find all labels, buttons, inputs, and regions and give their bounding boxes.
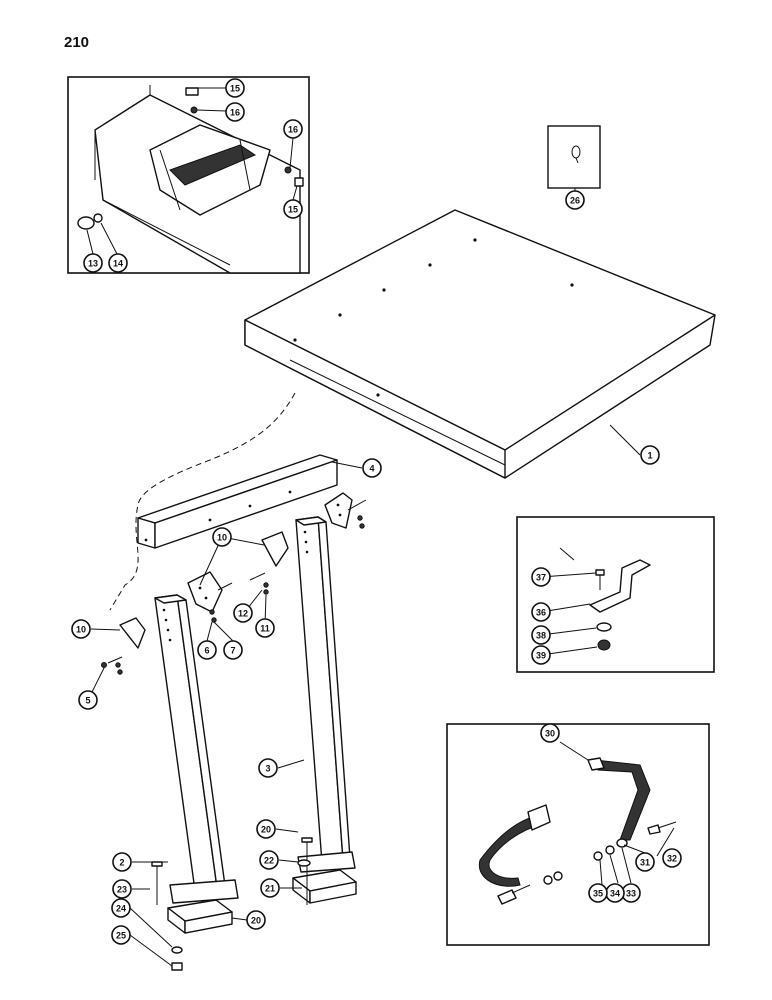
canopy-roof xyxy=(244,209,716,479)
callout-label: 38 xyxy=(536,631,546,641)
callout-label: 11 xyxy=(260,624,270,634)
callout-label: 37 xyxy=(536,573,546,583)
alignment-line xyxy=(109,392,296,611)
callout-label: 10 xyxy=(217,533,227,543)
callout-label: 20 xyxy=(261,825,271,835)
callout-34: 34 xyxy=(605,883,625,903)
callout-4: 4 xyxy=(362,458,382,478)
callout-label: 30 xyxy=(545,729,555,739)
callout-label: 24 xyxy=(116,904,126,914)
callout-10-top: 10 xyxy=(212,527,232,547)
callout-22: 22 xyxy=(259,850,279,870)
callout-label: 12 xyxy=(238,609,248,619)
callout-6: 6 xyxy=(197,640,217,660)
right-post xyxy=(295,516,356,873)
callout-32: 32 xyxy=(662,848,682,868)
bracket-detail-inset xyxy=(516,516,715,673)
callout-label: 21 xyxy=(265,884,275,894)
callout-36: 36 xyxy=(531,602,551,622)
callout-24: 24 xyxy=(111,898,131,918)
callout-37: 37 xyxy=(531,567,551,587)
callout-label: 33 xyxy=(626,889,636,899)
callout-label: 26 xyxy=(570,196,580,206)
callout-25: 25 xyxy=(111,925,131,945)
callout-label: 1 xyxy=(647,451,652,461)
callout-35: 35 xyxy=(588,883,608,903)
leader-lines xyxy=(86,87,675,967)
callout-label: 14 xyxy=(113,259,123,269)
callout-20-upper: 20 xyxy=(256,819,276,839)
callout-label: 15 xyxy=(288,205,298,215)
callout-label: 16 xyxy=(230,108,240,118)
callout-label: 31 xyxy=(640,858,650,868)
callout-13: 13 xyxy=(83,253,103,273)
seat-belt-inset xyxy=(446,723,710,946)
callout-label: 16 xyxy=(288,125,298,135)
callout-label: 7 xyxy=(230,646,235,656)
callout-5: 5 xyxy=(78,690,98,710)
callout-label: 35 xyxy=(593,889,603,899)
mounting-detail-inset xyxy=(67,76,310,274)
callout-label: 22 xyxy=(264,856,274,866)
callout-label: 36 xyxy=(536,608,546,618)
callout-label: 5 xyxy=(85,696,90,706)
callout-7: 7 xyxy=(223,640,243,660)
callout-label: 13 xyxy=(88,259,98,269)
callout-label: 23 xyxy=(117,885,127,895)
callout-label: 2 xyxy=(119,858,124,868)
cross-beam xyxy=(137,454,338,549)
callout-38: 38 xyxy=(531,625,551,645)
callout-label: 25 xyxy=(116,931,126,941)
callout-label: 10 xyxy=(76,625,86,635)
callout-label: 3 xyxy=(265,764,270,774)
callout-10-left: 10 xyxy=(71,619,91,639)
callout-12: 12 xyxy=(233,603,253,623)
callout-23: 23 xyxy=(112,879,132,899)
callout-label: 32 xyxy=(667,854,677,864)
callout-1: 1 xyxy=(640,445,660,465)
callout-11: 11 xyxy=(255,618,275,638)
callout-21: 21 xyxy=(260,878,280,898)
callout-3: 3 xyxy=(258,758,278,778)
mounting-plate-upper xyxy=(292,869,357,904)
callout-label: 15 xyxy=(230,84,240,94)
callout-label: 20 xyxy=(251,916,261,926)
callout-label: 34 xyxy=(610,889,620,899)
callout-15-right: 15 xyxy=(283,199,303,219)
left-post xyxy=(154,594,239,904)
callout-15-top: 15 xyxy=(225,78,245,98)
corner-brackets xyxy=(101,492,367,971)
callout-2: 2 xyxy=(112,852,132,872)
callout-16-top: 16 xyxy=(225,102,245,122)
decal-part xyxy=(547,125,601,189)
callout-16-right: 16 xyxy=(283,119,303,139)
callout-39: 39 xyxy=(531,645,551,665)
mounting-plate-lower xyxy=(167,899,233,934)
page-number: 210 xyxy=(64,34,90,51)
callout-31: 31 xyxy=(635,852,655,872)
callout-label: 4 xyxy=(369,464,374,474)
callout-30: 30 xyxy=(540,723,560,743)
callout-label: 6 xyxy=(204,646,209,656)
callout-20-lower: 20 xyxy=(246,910,266,930)
callout-26: 26 xyxy=(565,190,585,210)
callout-label: 39 xyxy=(536,651,546,661)
callout-14: 14 xyxy=(108,253,128,273)
